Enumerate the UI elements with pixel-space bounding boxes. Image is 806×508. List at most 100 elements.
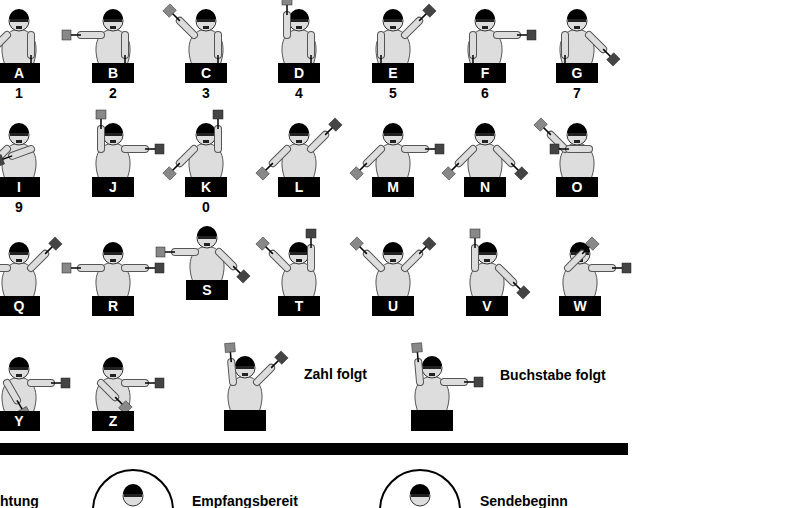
letter: Y (14, 414, 23, 428)
letter-box: F (464, 63, 506, 83)
figure-arm (101, 383, 115, 397)
letter: C (201, 66, 211, 80)
figure-hair (567, 9, 587, 19)
flag (515, 167, 528, 180)
figure-glasses (124, 494, 142, 497)
flag (256, 237, 269, 250)
figure-mouth (203, 140, 209, 143)
figure-mouth (482, 140, 488, 143)
letter: V (482, 299, 491, 313)
flag (423, 237, 436, 250)
figure-mouth (429, 373, 435, 376)
figure-arm (231, 362, 233, 382)
flag (586, 237, 599, 250)
figure-arm (367, 254, 381, 268)
figure-arm (499, 268, 513, 282)
figure-glasses (384, 19, 402, 22)
letter: R (108, 299, 118, 313)
letter: A (14, 66, 24, 80)
figure-glasses (290, 133, 308, 136)
figure-hair (235, 356, 255, 366)
figure-mouth (390, 259, 396, 262)
figure-arm (7, 383, 17, 400)
figure-arm (125, 145, 145, 153)
letter: L (295, 180, 304, 194)
figure-arm (311, 135, 325, 149)
letter-box: E (372, 63, 414, 83)
letter-box: W (559, 296, 601, 316)
number: 0 (202, 200, 210, 214)
figure-hair (197, 226, 217, 236)
figure-mouth (110, 259, 116, 262)
figure-arm (257, 368, 271, 382)
figure-hair (103, 9, 123, 19)
figure-glasses (10, 252, 28, 255)
figure-hair (410, 484, 430, 494)
figure-arm (273, 254, 287, 268)
figure-glasses (104, 19, 122, 22)
figure-mouth (484, 259, 490, 262)
figure-glasses (476, 133, 494, 136)
flag (550, 144, 559, 154)
figure-glasses (197, 133, 215, 136)
letter-box: Q (0, 296, 40, 316)
figure-glasses (10, 367, 28, 370)
figure-hair (196, 9, 216, 19)
flag (412, 343, 423, 353)
figure-arm (215, 129, 221, 149)
flag (350, 237, 363, 250)
figure-hair (103, 357, 123, 367)
figure-arm (307, 248, 315, 268)
figure-arm (308, 248, 314, 268)
figure-arm (307, 35, 315, 55)
figure-hair (289, 123, 309, 133)
flag (156, 247, 165, 257)
figure-arm (31, 254, 45, 268)
figure-arm (98, 129, 104, 149)
flag (517, 286, 530, 299)
figure-arm (180, 21, 194, 35)
flag (155, 263, 164, 273)
figure-arm (311, 135, 325, 149)
figure-arm (405, 254, 419, 268)
figure-arm (81, 31, 101, 39)
flag (61, 378, 70, 388)
flag (163, 167, 176, 180)
figure-arm (569, 145, 589, 153)
figure-hair (567, 123, 587, 133)
figure-arm (219, 252, 233, 266)
signal-circle (380, 470, 460, 508)
figure-arm (377, 35, 385, 55)
letter-box: U (372, 296, 414, 316)
letter: U (388, 299, 398, 313)
figure-hair (477, 242, 497, 252)
figure-glasses (104, 367, 122, 370)
figure-arm (367, 149, 381, 163)
number: 5 (389, 86, 397, 100)
figure-arm (81, 265, 101, 271)
letter-box: O (556, 177, 598, 197)
figure-hair (9, 123, 29, 133)
letter: Q (14, 299, 25, 313)
flag (607, 53, 620, 66)
letter-box: K (185, 177, 227, 197)
figure-arm (589, 35, 603, 49)
figure-glasses (104, 133, 122, 136)
figure-base (411, 410, 453, 431)
figure-arm (97, 129, 105, 149)
letter: F (481, 66, 490, 80)
letter: D (294, 66, 304, 80)
flag (62, 30, 71, 40)
figure-arm (214, 129, 222, 149)
figure-mouth (16, 374, 22, 377)
figure-mouth (390, 140, 396, 143)
figure-mouth (296, 140, 302, 143)
flag (62, 263, 71, 273)
figure-arm (497, 32, 517, 38)
figure-arm (283, 15, 291, 35)
figure-arm (175, 248, 195, 256)
figure-arm (405, 254, 419, 268)
figure-arm (471, 248, 479, 268)
figure-arm (367, 149, 381, 163)
figure-arm (101, 383, 115, 397)
